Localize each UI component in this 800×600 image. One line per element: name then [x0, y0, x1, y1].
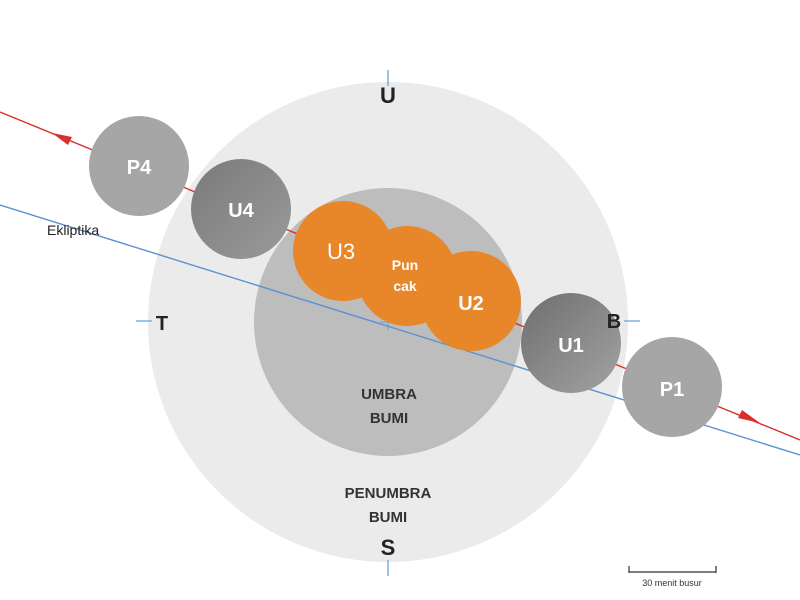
- label-peak-line1: Pun: [392, 257, 418, 273]
- east-label: T: [156, 313, 168, 335]
- ecliptic-label: Ekliptika: [47, 222, 99, 238]
- label-u4: U4: [228, 200, 254, 222]
- label-peak-line2: cak: [393, 278, 417, 294]
- label-p1: P1: [660, 379, 684, 401]
- moon-path-arrow-entry: [738, 410, 760, 423]
- west-label: B: [607, 311, 621, 333]
- moon-u4: [191, 159, 291, 259]
- moon-u3: [293, 201, 393, 301]
- penumbra-label-line2: BUMI: [369, 509, 407, 526]
- scale-bar-label: 30 menit busur: [642, 578, 702, 588]
- moon-p1: [622, 337, 722, 437]
- moon-path-arrow-exit: [52, 133, 72, 145]
- moon-p4: [89, 116, 189, 216]
- umbra-label-line2: BUMI: [370, 410, 408, 427]
- label-p4: P4: [127, 157, 152, 179]
- label-u3: U3: [327, 239, 355, 264]
- label-u2: U2: [458, 293, 484, 315]
- label-u1: U1: [558, 335, 584, 357]
- scale-bar: [628, 566, 717, 573]
- north-label: U: [380, 83, 396, 108]
- south-label: S: [381, 535, 396, 560]
- penumbra-label-line1: PENUMBRA: [345, 485, 432, 502]
- moon-u1: [521, 293, 621, 393]
- umbra-label-line1: UMBRA: [361, 386, 417, 403]
